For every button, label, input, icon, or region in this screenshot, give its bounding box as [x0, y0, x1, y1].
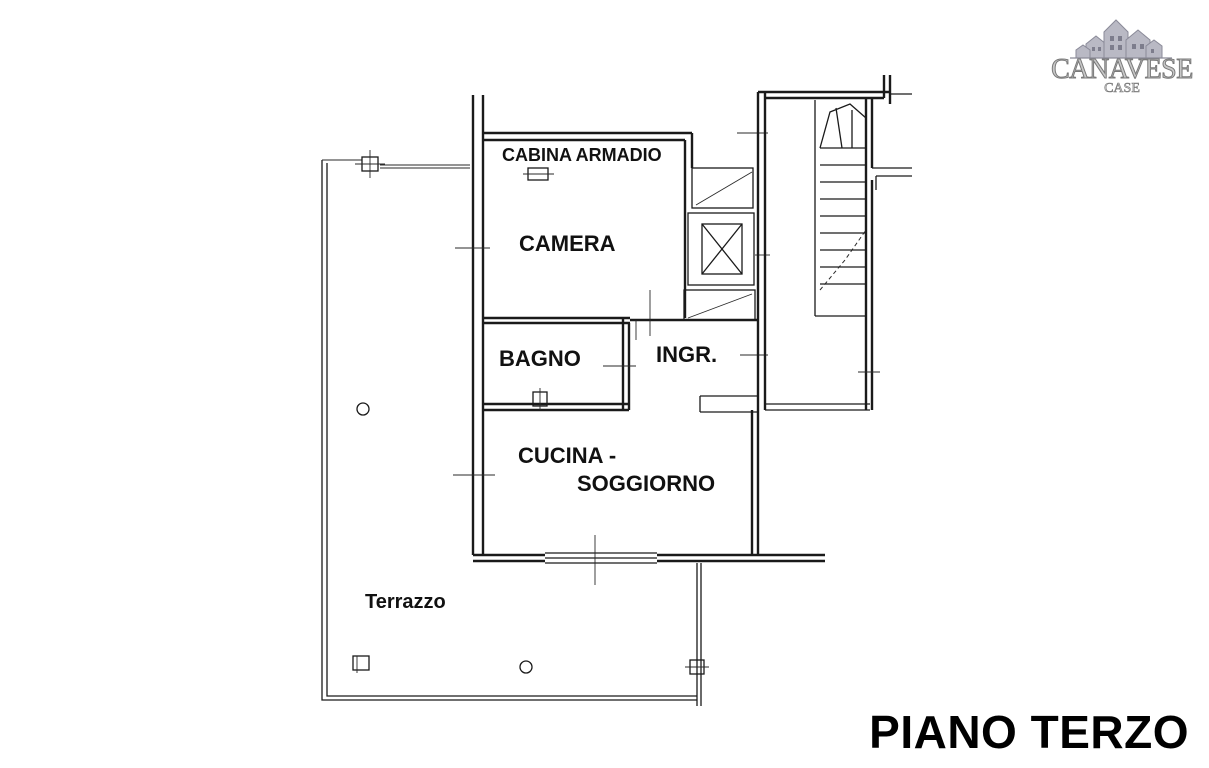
door-marks [453, 132, 770, 585]
room-label-camera: CAMERA [519, 231, 616, 256]
houses-skyline-icon [1070, 19, 1172, 59]
room-label-cabina-armadio: CABINA ARMADIO [502, 145, 662, 165]
brand-subtitle: CASE [1104, 81, 1140, 96]
room-label-bagno: BAGNO [499, 346, 581, 371]
stair-core [756, 75, 912, 411]
terrace-posts [352, 150, 709, 675]
room-label-ingresso: INGR. [656, 342, 717, 367]
terrace-outline [321, 159, 702, 706]
brand-logo: CANAVESE CASE [1046, 14, 1198, 104]
room-label-cucina: CUCINA - [518, 443, 616, 468]
apartment-walls [471, 95, 825, 564]
room-label-terrazzo: Terrazzo [365, 591, 446, 613]
floor-title: PIANO TERZO [869, 706, 1189, 758]
brand-name: CANAVESE [1051, 54, 1194, 85]
shafts [683, 167, 756, 321]
room-label-soggiorno: SOGGIORNO [577, 471, 715, 496]
